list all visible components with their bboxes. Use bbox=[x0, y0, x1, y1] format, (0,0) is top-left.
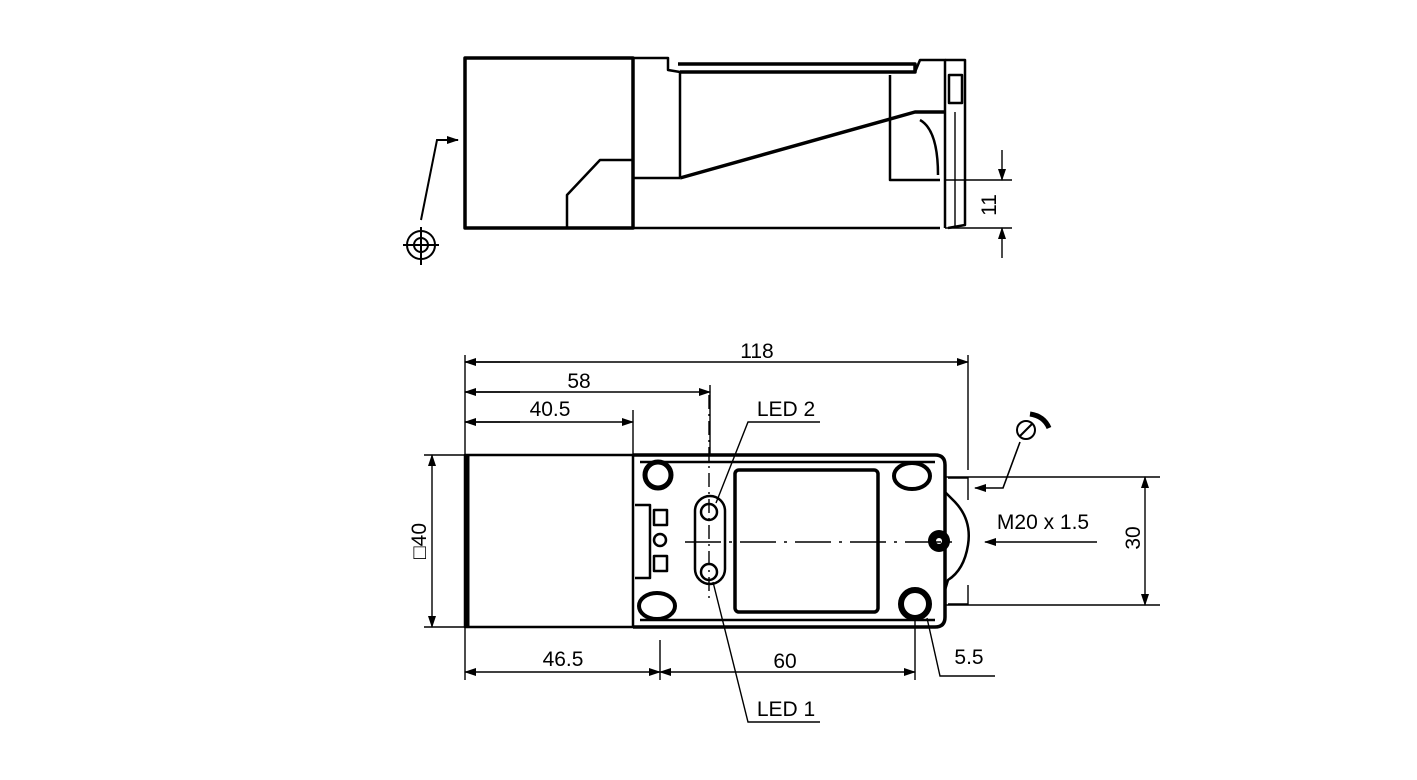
led1-label: LED 1 bbox=[757, 698, 815, 721]
housing-top-flange bbox=[678, 62, 917, 74]
led1-callout: LED 1 bbox=[712, 581, 820, 723]
connector-latch bbox=[947, 73, 964, 105]
dimension-square-40: □40 bbox=[408, 454, 465, 628]
mounting-hole bbox=[637, 591, 677, 621]
mounting-hole bbox=[898, 587, 932, 621]
sensing-head-outline bbox=[463, 56, 635, 230]
dimension-40-5: 40.5 bbox=[464, 398, 634, 426]
housing-outline bbox=[633, 453, 947, 629]
dimension-118: 118 bbox=[464, 340, 969, 366]
thread-callout: M20 x 1.5 bbox=[984, 511, 1097, 546]
housing-inner-rim bbox=[640, 460, 935, 622]
dim-58-label: 58 bbox=[567, 370, 590, 393]
housing-right-wall bbox=[913, 58, 947, 228]
thread-label: M20 x 1.5 bbox=[997, 511, 1089, 534]
clip-detail bbox=[652, 508, 669, 527]
dimension-58: 58 bbox=[464, 370, 711, 396]
dim-30-label: 30 bbox=[1122, 526, 1145, 549]
connector-body bbox=[945, 58, 967, 230]
dim-60-label: 60 bbox=[773, 650, 796, 673]
connector-curve bbox=[919, 118, 940, 176]
led2-callout: LED 2 bbox=[715, 398, 820, 504]
dim-square-40-label: □40 bbox=[408, 523, 431, 559]
connector-ribs bbox=[948, 477, 969, 605]
mounting-hole bbox=[892, 461, 932, 491]
dim-5-5-label: 5.5 bbox=[954, 646, 983, 669]
clip-detail bbox=[652, 554, 669, 573]
rotatable-head-icon bbox=[974, 411, 1052, 492]
led2-label: LED 2 bbox=[757, 398, 815, 421]
mounting-hole bbox=[642, 459, 674, 491]
housing-label-area bbox=[733, 468, 880, 614]
housing-inner-wall bbox=[888, 75, 940, 182]
housing-left-wall bbox=[633, 56, 682, 178]
housing-slope bbox=[679, 110, 945, 180]
dimension-30: 30 bbox=[945, 476, 1160, 606]
connector-outline bbox=[943, 491, 970, 591]
dimension-5-5: 5.5 bbox=[926, 617, 995, 677]
clip bbox=[635, 503, 652, 580]
dim-11-label: 11 bbox=[978, 194, 1001, 216]
dim-118-label: 118 bbox=[740, 340, 773, 363]
dimension-11: 11 bbox=[945, 150, 1012, 258]
head-step bbox=[565, 158, 633, 228]
dimension-46-5: 46.5 bbox=[464, 648, 661, 676]
side-view: 11 bbox=[403, 56, 1012, 265]
sensing-axis-target-icon bbox=[403, 136, 459, 265]
sensing-face bbox=[463, 453, 635, 629]
dimension-60: 60 bbox=[659, 650, 916, 676]
front-view: 118 58 40.5 bbox=[408, 340, 1160, 723]
connector-pin-center bbox=[936, 538, 942, 544]
clip-detail bbox=[652, 532, 668, 548]
led-window bbox=[693, 494, 727, 586]
dim-46-5-label: 46.5 bbox=[543, 648, 584, 671]
dim-40-5-label: 40.5 bbox=[530, 398, 571, 421]
